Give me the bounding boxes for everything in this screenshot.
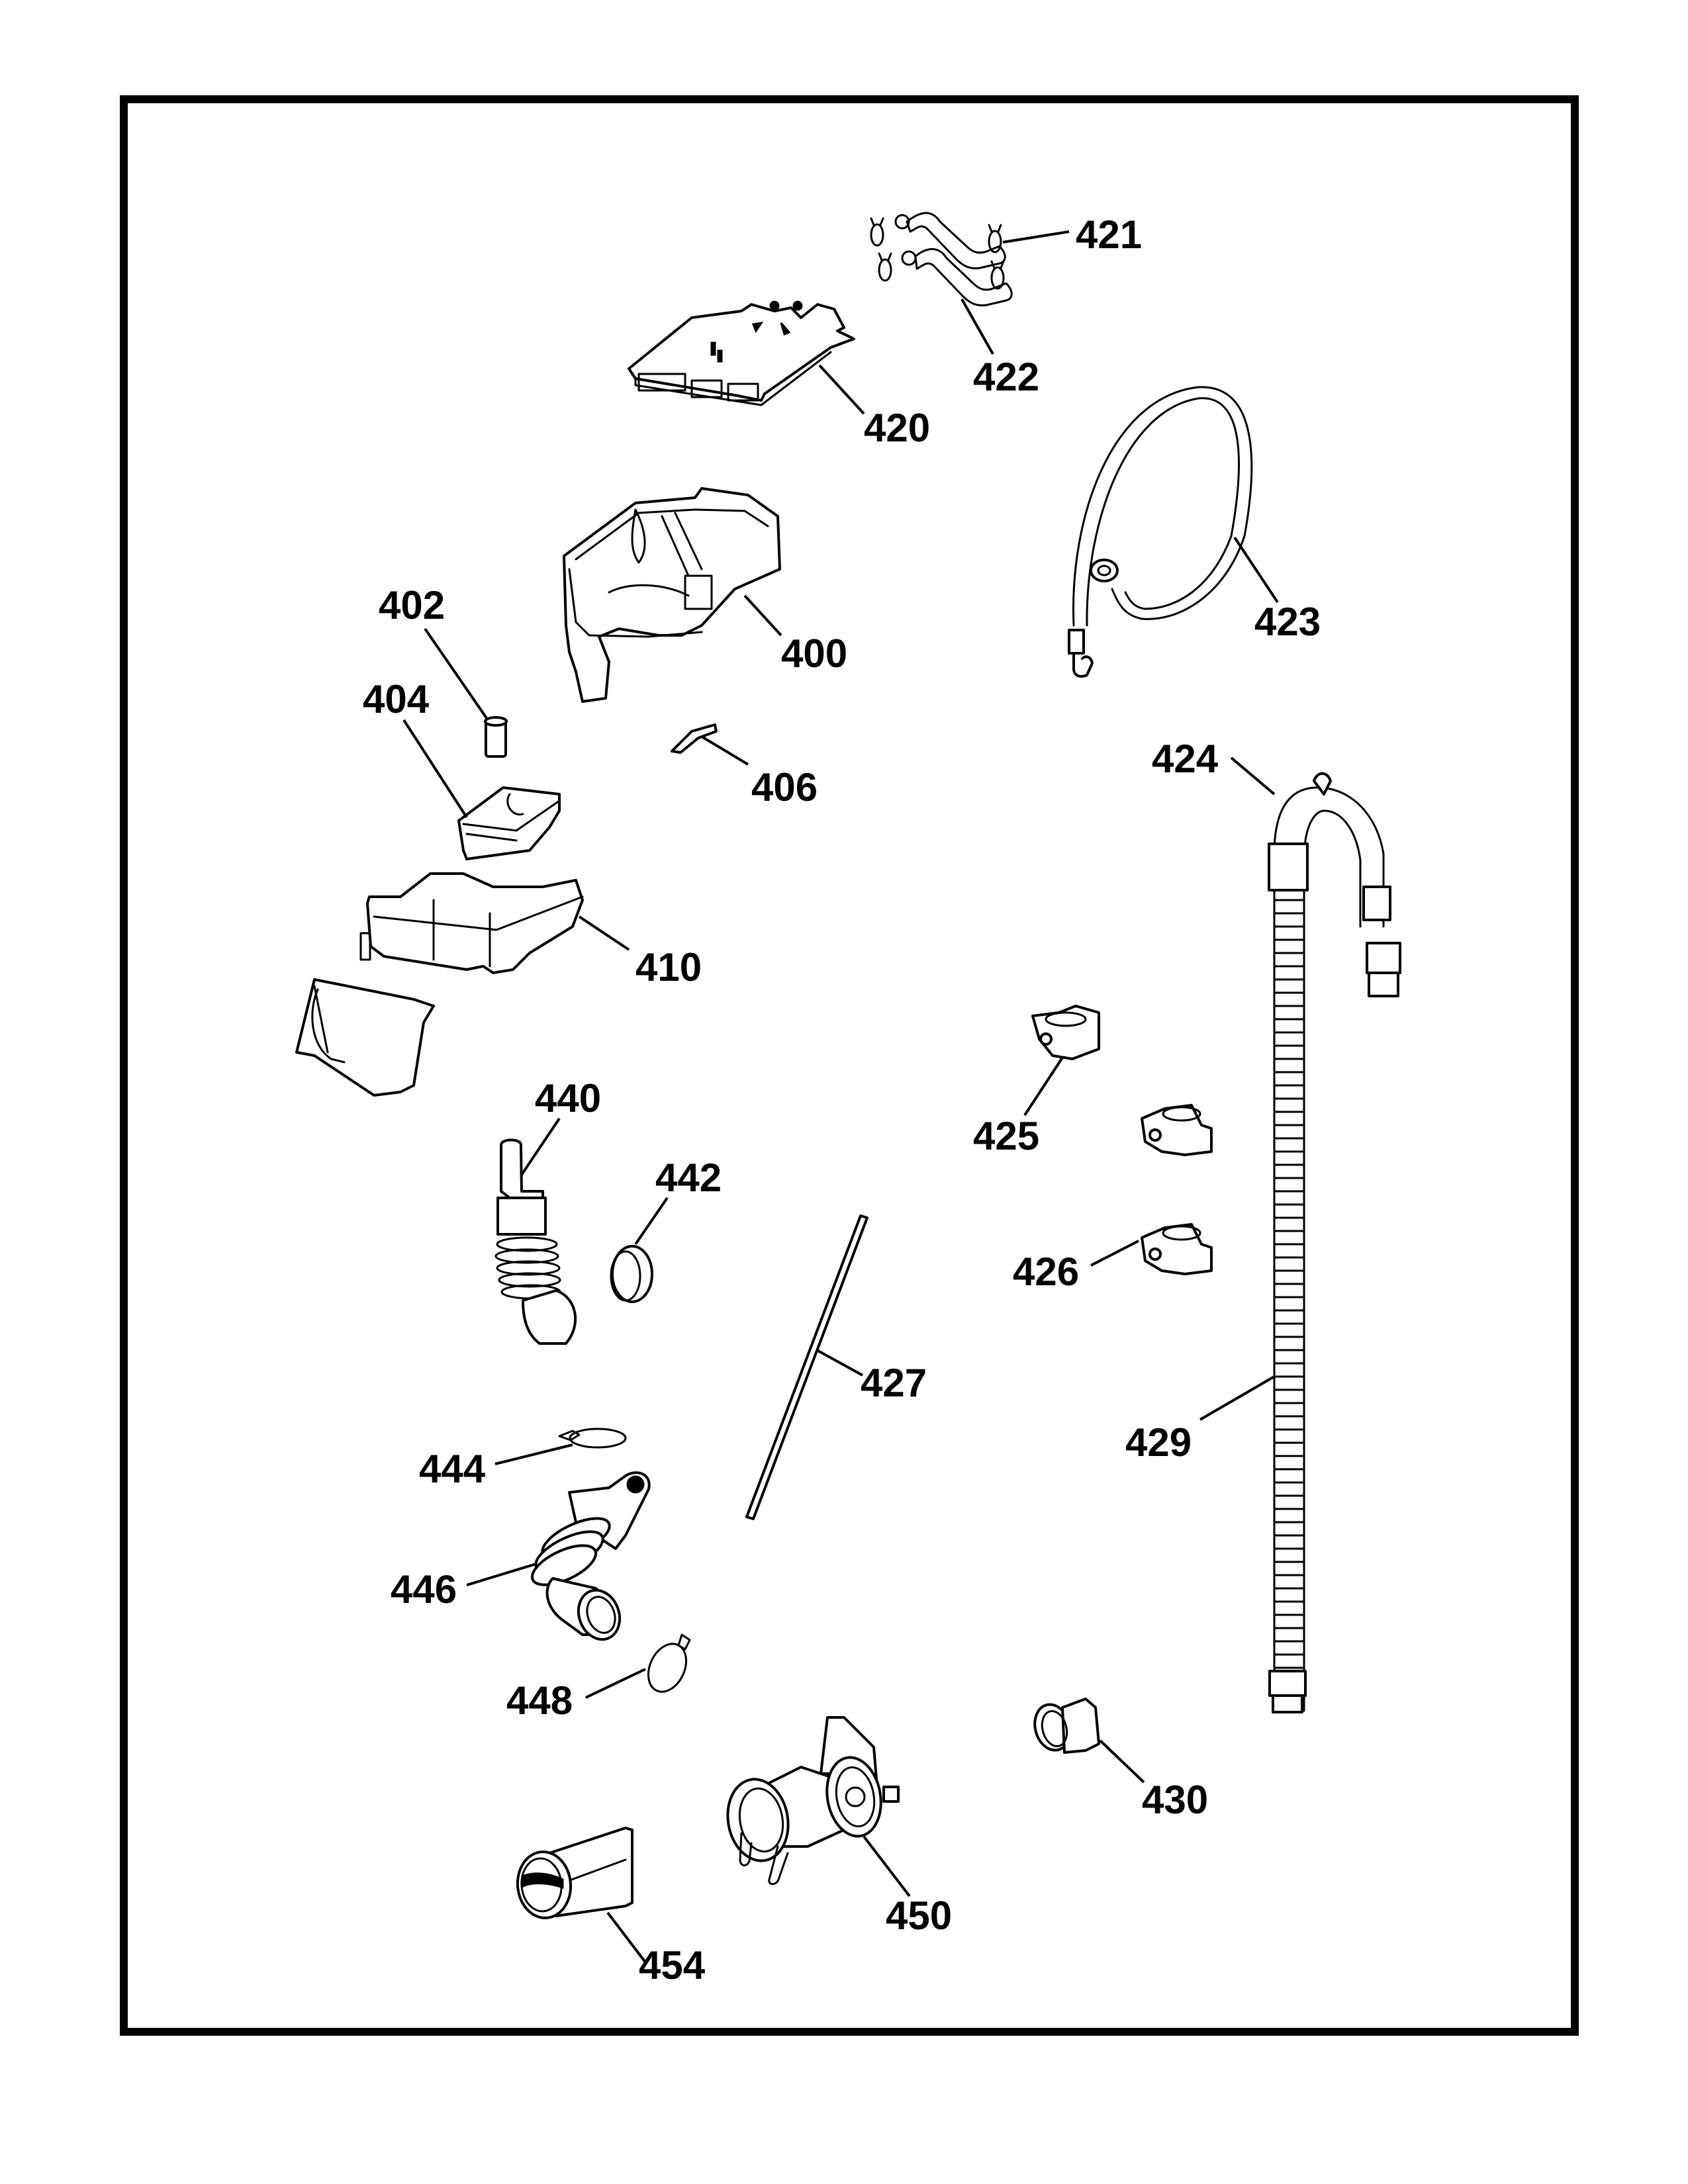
callout-440: 440 [535,1076,601,1120]
leader-446 [466,1563,537,1586]
part-444-clamp [558,1428,627,1449]
callout-446: 446 [391,1567,457,1612]
leader-430 [1099,1739,1145,1784]
part-410-dispenser-drawer [359,872,584,974]
part-drawer-face [295,978,435,1097]
leader-444 [494,1443,573,1465]
leader-440 [520,1117,561,1176]
callout-400: 400 [781,631,847,676]
part-420-dispenser-cover [628,300,855,406]
leader-448 [585,1668,646,1699]
callout-442: 442 [655,1156,722,1200]
leader-454 [606,1911,647,1964]
hose-corrugation [1273,899,1305,1669]
part-423-fill-hose [1068,386,1253,678]
callout-448: 448 [506,1678,573,1723]
part-430-hose-connector [1033,1698,1100,1754]
part-427-rod [745,1214,868,1520]
callout-426: 426 [1013,1250,1079,1294]
callout-444: 444 [419,1447,486,1491]
callout-423: 423 [1254,600,1321,644]
leader-421 [1002,230,1070,244]
callout-427: 427 [861,1361,927,1405]
diagram-frame [120,95,1579,2036]
callout-454: 454 [639,1943,706,1987]
leader-426 [1090,1240,1139,1267]
callout-420: 420 [864,406,930,450]
part-425-hose-clip [1031,1005,1100,1060]
bellows-ribs [494,1236,561,1300]
leader-404 [402,719,468,819]
callout-430: 430 [1142,1778,1208,1822]
callout-406: 406 [751,765,818,809]
part-426-hose-clip [1141,1223,1213,1275]
part-450-drain-pump [726,1716,900,1886]
part-448-clamp [647,1633,691,1693]
leader-427 [816,1349,863,1377]
leader-442 [634,1197,669,1246]
leader-429 [1199,1375,1276,1421]
part-400-dispenser-housing [563,487,781,703]
callout-410: 410 [635,945,702,989]
leader-424 [1230,756,1276,796]
leader-400 [743,594,782,637]
leader-406 [700,735,749,766]
callout-424: 424 [1152,737,1219,781]
callout-402: 402 [379,583,445,627]
leader-423 [1233,536,1279,604]
leader-422 [961,298,994,355]
part-406-dispenser-clip [671,723,718,754]
leader-450 [863,1835,911,1897]
part-hose-clip-unlabelled [1141,1104,1213,1156]
part-404-softener-cup [457,786,561,860]
callout-422: 422 [973,355,1039,399]
leader-420 [818,364,865,415]
callout-429: 429 [1125,1420,1192,1465]
part-440-vent-bellows [494,1138,577,1345]
clamp-glyph [870,217,1005,290]
part-424-429-drain-hose [1268,772,1401,1713]
part-442-grommet [610,1245,653,1303]
part-454-pump-filter [516,1827,633,1919]
leader-410 [578,915,630,951]
callout-421: 421 [1076,212,1142,257]
callout-425: 425 [973,1114,1039,1158]
leader-425 [1023,1056,1064,1116]
bellows-ribs [530,1517,611,1586]
part-446-sump-hose [530,1471,651,1641]
part-402-siphon-cap [484,716,508,758]
callout-404: 404 [363,677,430,721]
callout-450: 450 [886,1893,952,1938]
leader-402 [424,627,488,719]
part-421-422-hoses-clamps [870,212,1013,306]
